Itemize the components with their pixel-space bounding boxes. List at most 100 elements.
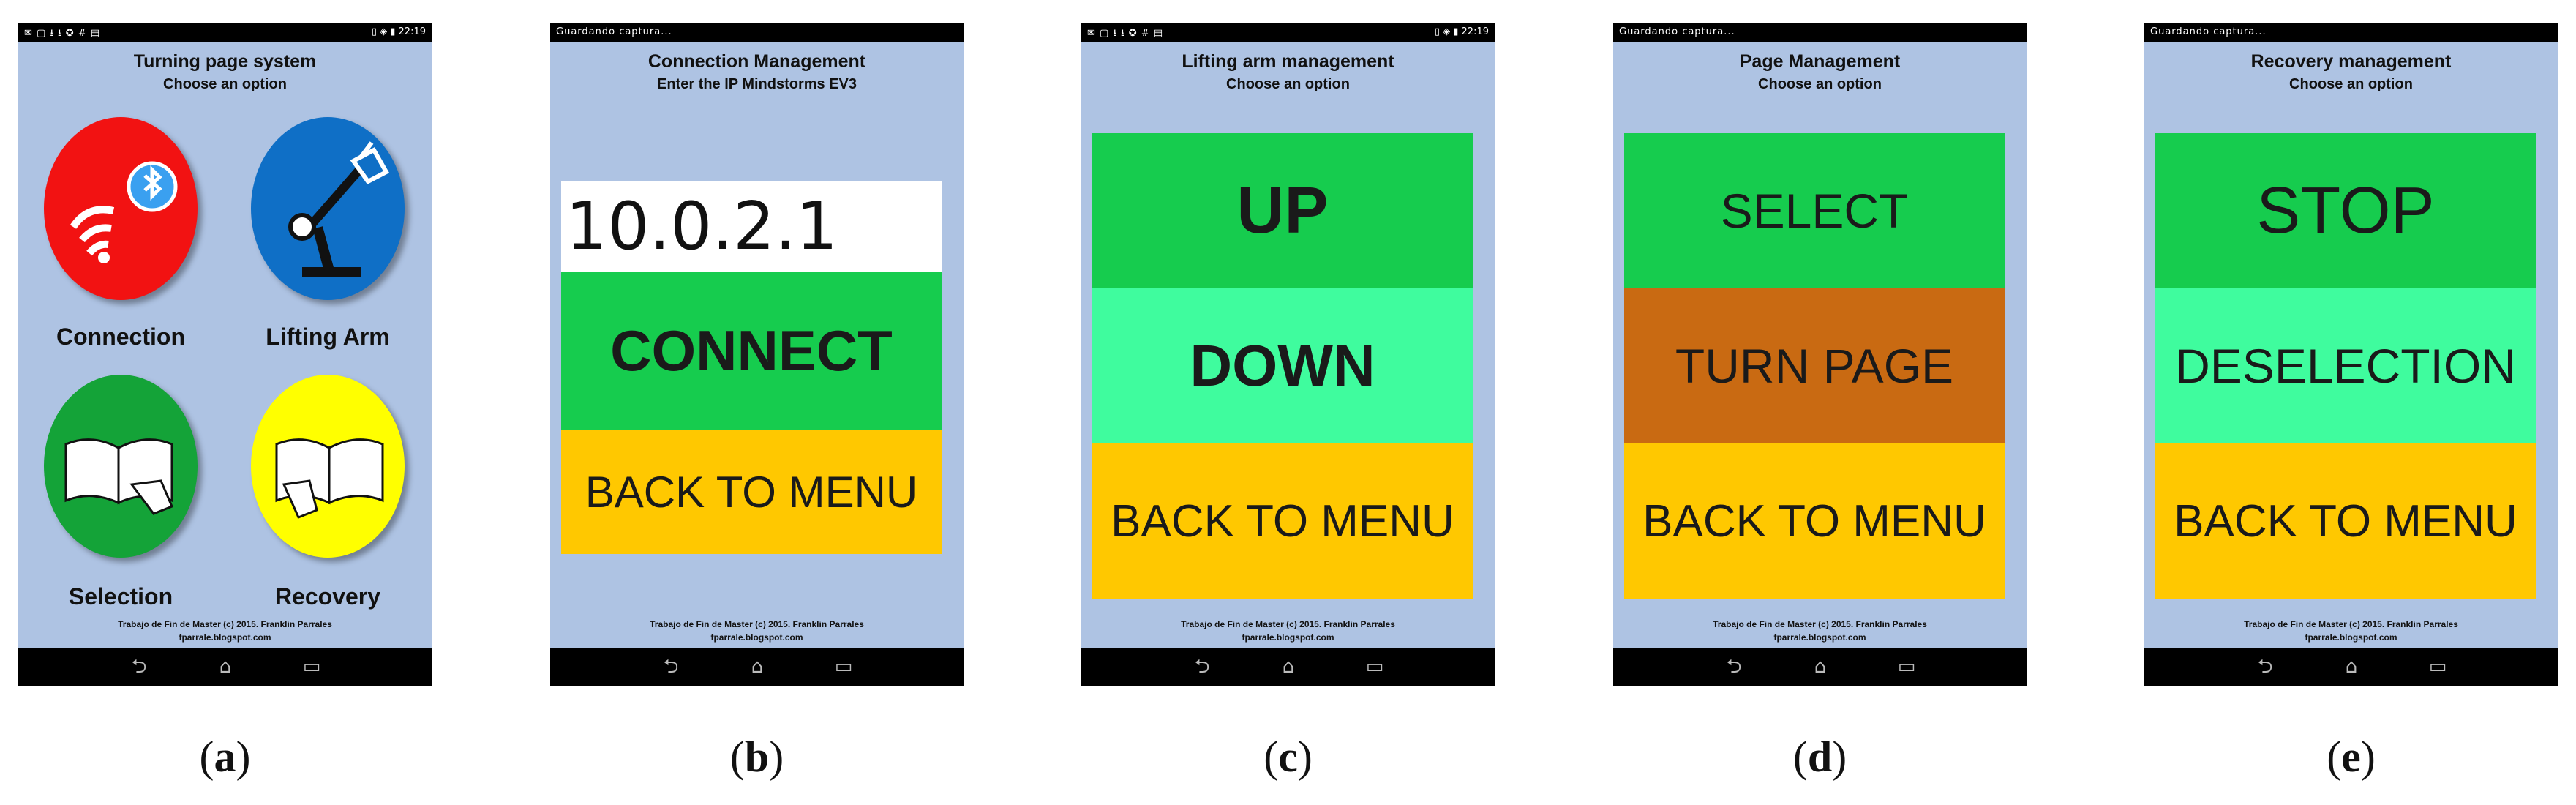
phone-screen-e: Guardando captura... Recovery management… [2144, 23, 2558, 686]
recent-apps-icon[interactable]: ▭ [302, 656, 321, 678]
phone-screen-a: ✉ ▢ ⭳ ⭳ ✪ # ▤ ▯ ◈ ▮ 22:19 Turning page s… [18, 23, 432, 686]
back-to-menu-button[interactable]: BACK TO MENU [1092, 443, 1473, 599]
caption-letter: d [1807, 733, 1833, 781]
screenshot-saving-text: Guardando captura... [556, 26, 672, 37]
deselection-button[interactable]: DESELECTION [2155, 288, 2536, 443]
caption-letter: b [744, 733, 770, 781]
recovery-label: Recovery [274, 583, 381, 610]
caption-c: (c) [1263, 733, 1313, 781]
book-hand-icon [275, 438, 384, 519]
footer-line1: Trabajo de Fin de Master (c) 2015. Frank… [1181, 619, 1395, 629]
home-nav-icon[interactable]: ⌂ [751, 656, 764, 678]
back-nav-icon[interactable]: ⮌ [2257, 656, 2273, 678]
lifting-arm-label: Lifting Arm [266, 323, 390, 350]
footer-line2: fparrale.blogspot.com [179, 632, 271, 643]
home-nav-icon[interactable]: ⌂ [1814, 656, 1827, 678]
footer-line1: Trabajo de Fin de Master (c) 2015. Frank… [650, 619, 864, 629]
caption-letter: a [214, 733, 236, 781]
select-button[interactable]: SELECT [1624, 133, 2005, 288]
recent-apps-icon[interactable]: ▭ [1897, 656, 1916, 678]
footer-line1: Trabajo de Fin de Master (c) 2015. Frank… [118, 619, 332, 629]
nav-bar: ⮌ ⌂ ▭ [18, 648, 432, 686]
status-icons-right: ▯ ◈ ▮ 22:19 [1434, 26, 1489, 37]
screenshot-saving-text: Guardando captura... [1619, 26, 1735, 37]
screenshot-saving-text: Guardando captura... [2150, 26, 2267, 37]
book-hand-icon [64, 438, 173, 515]
down-button[interactable]: DOWN [1092, 288, 1473, 443]
screen-title: Connection Management [647, 51, 866, 72]
home-nav-icon[interactable]: ⌂ [1282, 656, 1295, 678]
back-to-menu-button[interactable]: BACK TO MENU [561, 430, 942, 554]
status-icons-left: ✉ ▢ ⭳ ⭳ ✪ # ▤ [24, 28, 101, 39]
recent-apps-icon[interactable]: ▭ [834, 656, 853, 678]
nav-bar: ⮌ ⌂ ▭ [1081, 648, 1495, 686]
panel-e: Guardando captura... Recovery management… [2144, 23, 2558, 686]
screen-title: Lifting arm management [1182, 51, 1394, 72]
screen-subtitle: Enter the IP Mindstorms EV3 [656, 76, 857, 92]
robot-arm-icon [288, 141, 390, 277]
status-icons-right: ▯ ◈ ▮ 22:19 [371, 26, 426, 37]
status-bar: Guardando captura... [1613, 23, 2027, 42]
nav-bar: ⮌ ⌂ ▭ [550, 648, 964, 686]
stop-button[interactable]: STOP [2155, 133, 2536, 288]
caption-letter: c [1278, 733, 1298, 781]
connection-label: Connection [56, 323, 185, 350]
panel-b: Guardando captura... Connection Manageme… [550, 23, 964, 686]
recent-apps-icon[interactable]: ▭ [2428, 656, 2447, 678]
footer-line1: Trabajo de Fin de Master (c) 2015. Frank… [2244, 619, 2458, 629]
phone-screen-d: Guardando captura... Page Management Cho… [1613, 23, 2027, 686]
back-nav-icon[interactable]: ⮌ [663, 656, 679, 678]
status-bar: Guardando captura... [2144, 23, 2558, 42]
panel-a: ✉ ▢ ⭳ ⭳ ✪ # ▤ ▯ ◈ ▮ 22:19 Turning page s… [18, 23, 432, 686]
back-to-menu-button[interactable]: BACK TO MENU [2155, 443, 2536, 599]
footer-credit: Trabajo de Fin de Master (c) 2015. Frank… [1613, 618, 2027, 644]
caption-e: (e) [2327, 733, 2376, 781]
screen-subtitle: Choose an option [1758, 76, 1882, 92]
selection-label: Selection [68, 583, 173, 610]
screen-subtitle: Choose an option [163, 76, 287, 92]
panel-c: ✉ ▢ ⭳ ⭳ ✪ # ▤ ▯ ◈ ▮ 22:19 Lifting arm ma… [1081, 23, 1495, 686]
phone-screen-b: Guardando captura... Connection Manageme… [550, 23, 964, 686]
caption-b: (b) [729, 733, 784, 781]
footer-line2: fparrale.blogspot.com [710, 632, 803, 643]
footer-line2: fparrale.blogspot.com [1242, 632, 1334, 643]
ip-address-input[interactable]: 10.0.2.1 [561, 181, 942, 272]
footer-credit: Trabajo de Fin de Master (c) 2015. Frank… [550, 618, 964, 644]
back-nav-icon[interactable]: ⮌ [131, 656, 147, 678]
back-nav-icon[interactable]: ⮌ [1726, 656, 1742, 678]
connection-button[interactable] [44, 117, 198, 300]
status-icons-left: ✉ ▢ ⭳ ⭳ ✪ # ▤ [1087, 28, 1164, 39]
screen-title: Recovery management [2250, 51, 2452, 72]
caption-d: (d) [1792, 733, 1847, 781]
selection-button[interactable] [44, 375, 198, 558]
status-bar: ✉ ▢ ⭳ ⭳ ✪ # ▤ ▯ ◈ ▮ 22:19 [18, 23, 432, 42]
screen-title: Page Management [1739, 51, 1901, 72]
recent-apps-icon[interactable]: ▭ [1365, 656, 1384, 678]
footer-credit: Trabajo de Fin de Master (c) 2015. Frank… [2144, 618, 2558, 644]
home-nav-icon[interactable]: ⌂ [219, 656, 232, 678]
footer-line1: Trabajo de Fin de Master (c) 2015. Frank… [1713, 619, 1927, 629]
home-nav-icon[interactable]: ⌂ [2345, 656, 2358, 678]
up-button[interactable]: UP [1092, 133, 1473, 288]
recovery-button[interactable] [251, 375, 405, 558]
nav-bar: ⮌ ⌂ ▭ [2144, 648, 2558, 686]
turn-page-button[interactable]: TURN PAGE [1624, 288, 2005, 443]
screen-title: Turning page system [133, 51, 317, 72]
panel-d: Guardando captura... Page Management Cho… [1613, 23, 2027, 686]
caption-letter: e [2341, 733, 2361, 781]
back-to-menu-button[interactable]: BACK TO MENU [1624, 443, 2005, 599]
status-bar: ✉ ▢ ⭳ ⭳ ✪ # ▤ ▯ ◈ ▮ 22:19 [1081, 23, 1495, 42]
lifting-arm-button[interactable] [251, 117, 405, 300]
wifi-bluetooth-icon [70, 161, 178, 263]
phone-screen-c: ✉ ▢ ⭳ ⭳ ✪ # ▤ ▯ ◈ ▮ 22:19 Lifting arm ma… [1081, 23, 1495, 686]
screen-subtitle: Choose an option [1226, 76, 1350, 92]
footer-line2: fparrale.blogspot.com [1773, 632, 1866, 643]
screen-subtitle: Choose an option [2289, 76, 2413, 92]
connect-button[interactable]: CONNECT [561, 272, 942, 430]
status-bar: Guardando captura... [550, 23, 964, 42]
footer-credit: Trabajo de Fin de Master (c) 2015. Frank… [18, 618, 432, 644]
back-nav-icon[interactable]: ⮌ [1194, 656, 1210, 678]
nav-bar: ⮌ ⌂ ▭ [1613, 648, 2027, 686]
footer-line2: fparrale.blogspot.com [2305, 632, 2397, 643]
footer-credit: Trabajo de Fin de Master (c) 2015. Frank… [1081, 618, 1495, 644]
